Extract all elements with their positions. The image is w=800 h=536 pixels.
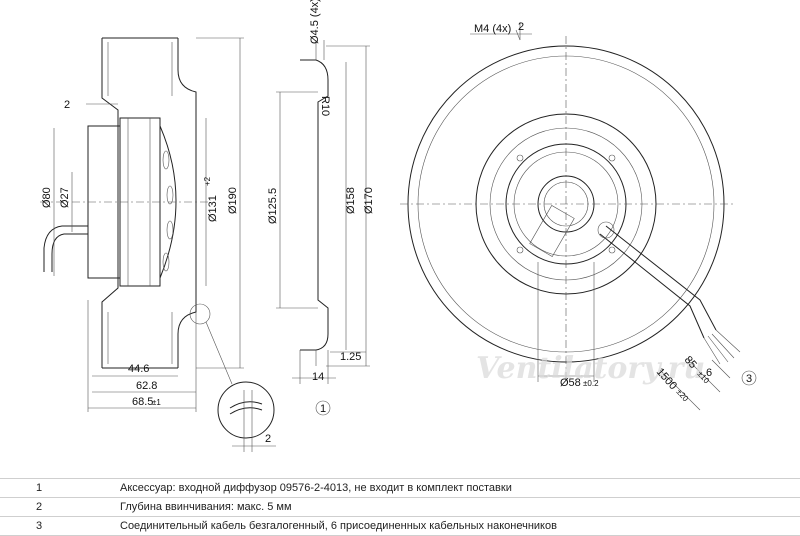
dim-l62: 62.8 — [136, 380, 157, 392]
dim-d190: Ø190 — [227, 187, 239, 214]
dim-hole: Ø4.5 (4x) — [309, 0, 321, 44]
dim-l68: 68.5 — [132, 396, 153, 408]
note-number: 2 — [0, 497, 114, 517]
note-number: 1 — [0, 478, 114, 498]
dim-cable-6: 6 — [706, 367, 712, 379]
note-row: 1 Аксессуар: входной диффузор 09576-2-40… — [0, 478, 800, 498]
dim-d58-tol: ±0.2 — [583, 379, 599, 388]
dim-l14: 14 — [312, 371, 324, 383]
note-row: 2 Глубина ввинчивания: макс. 5 мм — [0, 497, 800, 517]
dim-d58: Ø58 — [560, 377, 581, 389]
side-view — [40, 37, 276, 452]
note-number: 3 — [0, 516, 114, 536]
note-text: Аксессуар: входной диффузор 09576-2-4013… — [114, 478, 800, 498]
dim-l125: 1.25 — [340, 351, 361, 363]
dim-l68-tol: ±1 — [152, 398, 161, 407]
note-row: 3 Соединительный кабель безгалогенный, 6… — [0, 516, 800, 536]
dim-d125: Ø125.5 — [267, 188, 279, 224]
dim-d158: Ø158 — [345, 187, 357, 214]
dim-l44: 44.6 — [128, 363, 149, 375]
dim-d131: Ø131 — [207, 195, 219, 222]
section-profile — [276, 40, 370, 384]
front-view — [400, 22, 741, 411]
dim-side-2: 2 — [64, 99, 70, 111]
note-text: Соединительный кабель безгалогенный, 6 п… — [114, 516, 800, 536]
dim-d27: Ø27 — [59, 187, 71, 208]
dim-d170: Ø170 — [363, 187, 375, 214]
callout-3: 3 — [746, 373, 752, 385]
dim-d131-tol: +2 — [203, 176, 212, 186]
technical-drawing: 2 Ø80 Ø27 Ø131 +2 Ø190 44.6 62.8 68.5 ±1… — [40, 0, 757, 452]
note-text: Глубина ввинчивания: макс. 5 мм — [114, 497, 800, 517]
watermark: Ventilatory.ru — [476, 351, 705, 386]
notes-table: 1 Аксессуар: входной диффузор 09576-2-40… — [0, 478, 800, 536]
dim-cable-1500-tol: ±20 — [675, 387, 691, 403]
dim-m4: M4 (4x) — [474, 23, 511, 35]
dim-d80: Ø80 — [41, 187, 53, 208]
dim-r10: R10 — [319, 96, 331, 116]
callout-1: 1 — [320, 403, 326, 415]
dim-detail-2: 2 — [265, 433, 271, 445]
dim-m4-2: 2 — [518, 21, 524, 33]
